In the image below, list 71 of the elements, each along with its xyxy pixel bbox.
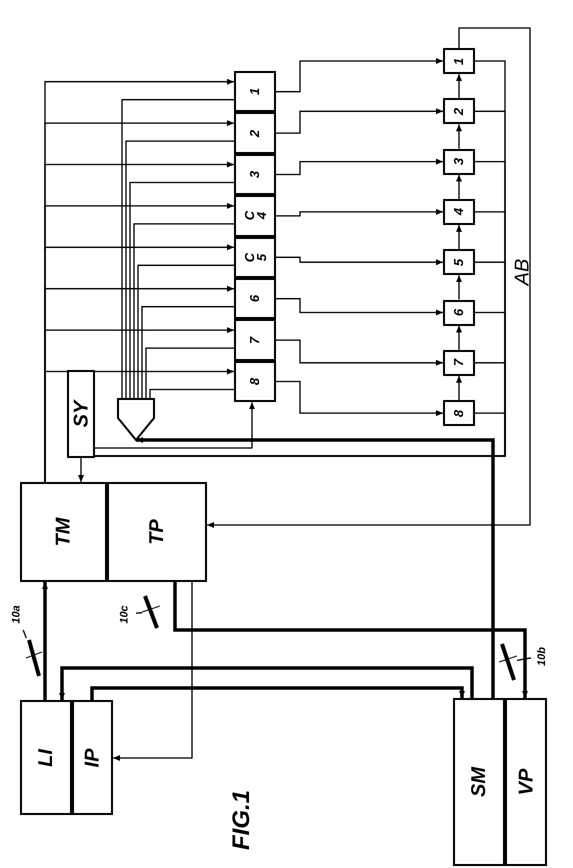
- figure-caption: FIG.1: [230, 790, 254, 850]
- box-label: 10a: [12, 604, 22, 624]
- box-label: IP: [82, 748, 102, 767]
- connector-line: [456, 224, 462, 250]
- connector-line: [276, 256, 443, 266]
- box-label: VP: [516, 768, 536, 796]
- leader-line: [22, 630, 27, 638]
- connector-line: [276, 58, 443, 92]
- connector-line: [125, 140, 234, 398]
- connector-line: [44, 368, 234, 482]
- box-label: 10c: [120, 604, 130, 624]
- connector-line: [95, 402, 255, 449]
- box-label: SY: [71, 400, 91, 428]
- connector-line: [173, 582, 528, 698]
- connector-line: [59, 666, 474, 700]
- box-label: LI: [36, 748, 56, 766]
- connector-line: [136, 437, 495, 698]
- connector-line: [456, 74, 462, 98]
- connector-line: [276, 208, 443, 217]
- connector-line: [95, 412, 506, 457]
- multiplexer-funnel: [117, 398, 155, 440]
- box-label: 8: [452, 409, 466, 417]
- box-label: 3: [248, 170, 262, 178]
- box-label: 2: [452, 108, 466, 115]
- box-label: 4: [255, 212, 268, 220]
- box-label: 5: [452, 258, 466, 266]
- connector-line: [78, 458, 84, 482]
- connector-line: [42, 582, 48, 700]
- leader-line: [516, 657, 532, 662]
- box-label: 7: [248, 336, 262, 344]
- connector-line: [456, 376, 462, 400]
- box-label: 3: [452, 158, 466, 166]
- box-label: 1: [248, 88, 262, 96]
- box-label: 1: [452, 57, 466, 65]
- box-label: 4: [452, 208, 466, 216]
- box-label: SM: [469, 767, 489, 797]
- box-label: TM: [54, 518, 74, 546]
- connector-line: [456, 124, 462, 149]
- switch-symbol: [499, 642, 517, 682]
- connector-line: [149, 388, 234, 398]
- box-label: TP: [147, 519, 167, 545]
- connector-line: [141, 306, 234, 398]
- box-label: 8: [248, 378, 262, 386]
- connector-line: [145, 347, 234, 398]
- connector-line: [276, 298, 443, 316]
- box-label: 6: [248, 295, 262, 302]
- connector-line: [456, 174, 462, 199]
- connector-line: [129, 182, 234, 398]
- connector-line: [121, 99, 234, 398]
- connector-line: [276, 158, 443, 176]
- connector-line: [133, 223, 234, 398]
- box-label: C: [242, 252, 256, 262]
- connector-line: [456, 275, 462, 300]
- connector-line: [90, 686, 465, 700]
- box-label: 7: [452, 359, 466, 366]
- box-label: 10b: [536, 646, 548, 666]
- group-label: AB: [512, 258, 532, 286]
- connector-line: [276, 380, 443, 416]
- box-label: 5: [255, 254, 268, 261]
- box-label: 2: [248, 129, 262, 137]
- connector-line: [276, 339, 443, 366]
- connector-line: [456, 326, 462, 350]
- switch-symbol: [26, 638, 42, 678]
- box-label: 6: [452, 308, 466, 316]
- box-label: C: [242, 211, 256, 221]
- connector-line: [276, 108, 443, 134]
- connector-line: [137, 264, 234, 398]
- switch-symbol: [142, 594, 160, 630]
- connector-line: [207, 27, 531, 528]
- connector-line: [113, 582, 193, 761]
- leader-line: [136, 612, 142, 614]
